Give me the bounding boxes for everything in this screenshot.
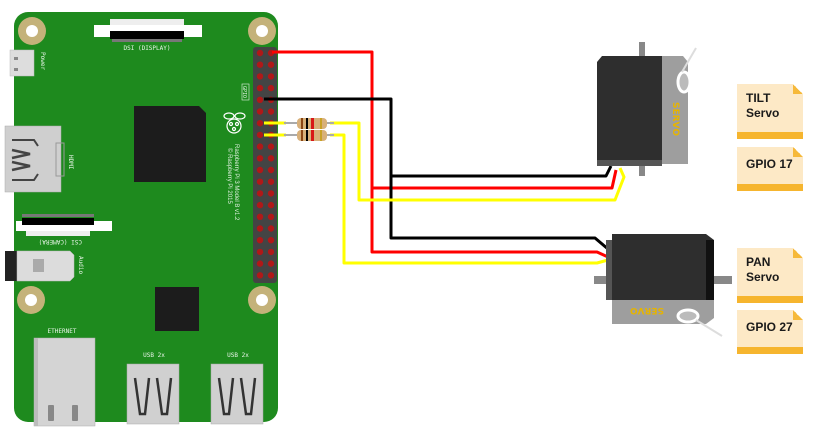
note-text: TILT Servo — [746, 91, 780, 120]
gpio-pin — [267, 248, 275, 256]
note-pan-gpio: GPIO 27 — [737, 310, 803, 354]
raspberry-logo-icon — [223, 112, 246, 134]
gpio-pin — [256, 166, 264, 174]
gpio-pin — [256, 237, 264, 244]
gpio-pin — [256, 120, 264, 127]
gpio-pin — [267, 61, 275, 68]
resistor-band — [301, 130, 303, 141]
gpio-pin — [256, 143, 264, 150]
gpio-pin — [267, 178, 275, 185]
signal-wire-pan-out — [330, 133, 609, 265]
resistor — [284, 130, 334, 141]
resistor — [284, 118, 334, 129]
gpio-pin — [256, 272, 264, 279]
pcb — [14, 12, 278, 422]
mount-hole — [17, 286, 45, 314]
tilt-servo: SERVO — [597, 42, 697, 176]
usb1-label: USB 2x — [143, 352, 165, 359]
resistor-band — [320, 118, 322, 129]
gpio-pin — [256, 131, 264, 139]
hdmi-label: HDMI — [67, 155, 74, 170]
gpio-pin — [267, 190, 275, 197]
audio-jack: Audio — [5, 250, 84, 282]
gpio-pin — [267, 73, 275, 80]
resistor-band — [306, 130, 308, 141]
resistor-band — [311, 130, 314, 141]
note-text: GPIO 17 — [746, 157, 793, 171]
gpio-pin — [256, 190, 264, 197]
gpio-pin — [256, 84, 264, 92]
resistor-band — [320, 130, 322, 141]
power-wire — [272, 50, 609, 259]
raspberry-pi-board: DSI (DISPLAY) Power HDMI — [4, 12, 278, 427]
hdmi-connector: HDMI — [4, 125, 74, 193]
gpio-pin — [267, 213, 275, 220]
resistor-band — [311, 118, 314, 129]
power-connector: Power — [9, 49, 46, 77]
gpio-pin — [267, 143, 275, 150]
audio-label: Audio — [77, 256, 84, 274]
gpio-pin — [256, 108, 264, 115]
csi-connector: CSI (CAMERA) — [16, 214, 112, 245]
gpio-pin — [267, 84, 275, 92]
dsi-label: DSI (DISPLAY) — [124, 45, 171, 52]
gpio-pin — [267, 155, 275, 162]
resistor-band — [301, 118, 303, 129]
gpio-pin — [267, 260, 275, 267]
gpio-pin — [256, 96, 264, 104]
gpio-pin — [267, 225, 275, 232]
servo-horn — [676, 70, 692, 94]
copyright-text: © Raspberry Pi 2015 — [226, 148, 233, 204]
note-text: GPIO 27 — [746, 320, 793, 334]
usb-controller-chip — [155, 287, 199, 331]
gpio-pin — [267, 108, 275, 115]
gpio-pin — [256, 213, 264, 220]
gpio-pin — [267, 201, 275, 209]
gpio-pin — [256, 201, 264, 209]
gpio-pin — [267, 272, 275, 279]
usb-port-2: USB 2x — [210, 352, 264, 425]
gpio-pin — [256, 225, 264, 232]
usb2-label: USB 2x — [227, 352, 249, 359]
note-tilt-gpio: GPIO 17 — [737, 147, 803, 191]
mount-hole — [248, 17, 276, 45]
ground-wire — [264, 97, 609, 251]
mount-hole — [18, 17, 46, 45]
cpu-chip — [134, 106, 206, 182]
note-pan-servo: PAN Servo — [737, 248, 803, 303]
csi-label: CSI (CAMERA) — [39, 238, 82, 245]
gpio-pin — [256, 49, 264, 57]
gpio-pin — [256, 61, 264, 68]
gpio-pin — [256, 73, 264, 80]
gpio-pin — [267, 237, 275, 244]
ground-wire-tilt — [391, 165, 613, 178]
wires — [264, 50, 626, 265]
gpio-pin — [256, 155, 264, 162]
pan-servo: SERVO — [594, 234, 732, 337]
servo-label: SERVO — [630, 305, 664, 315]
gpio-header — [253, 47, 277, 283]
note-tilt-servo: TILT Servo — [737, 84, 803, 139]
power-label: Power — [39, 52, 46, 70]
ethernet-port: ETHERNET — [33, 328, 96, 427]
ethernet-label: ETHERNET — [48, 328, 77, 335]
resistor-band — [306, 118, 308, 129]
gpio-label: GPIO — [241, 86, 247, 98]
signal-wire-tilt-out — [330, 121, 626, 202]
gpio-pin — [256, 260, 264, 267]
power-wire-tilt — [372, 169, 618, 190]
gpio-pin — [256, 248, 264, 256]
note-text: PAN Servo — [746, 255, 780, 284]
gpio-pin — [256, 178, 264, 185]
servo-label: SERVO — [670, 102, 680, 136]
gpio-label-box: GPIO — [241, 83, 250, 101]
dsi-connector: DSI (DISPLAY) — [94, 19, 202, 52]
usb-port-1: USB 2x — [126, 352, 180, 425]
servo-horn — [676, 308, 700, 324]
mount-hole — [248, 286, 276, 314]
gpio-pin — [267, 166, 275, 174]
model-text: Raspberry Pi 3 Model B v1.2 — [233, 144, 239, 221]
